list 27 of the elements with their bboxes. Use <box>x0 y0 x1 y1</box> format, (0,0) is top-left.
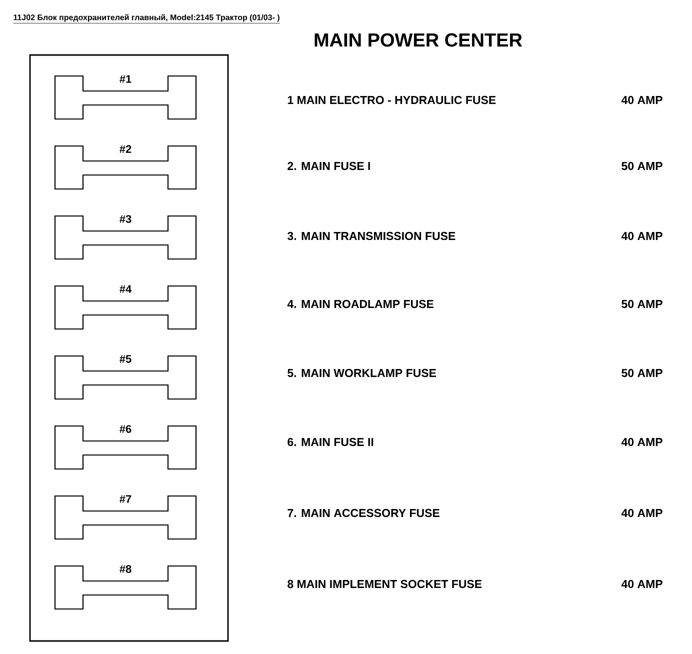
fuse-description: 2. MAIN FUSE I <box>288 162 370 170</box>
amp-rating: 50 AMP <box>622 162 662 170</box>
amp-rating: 40 AMP <box>621 232 662 240</box>
fuse-drawing: #3 <box>54 215 197 260</box>
title: MAIN POWER CENTER <box>314 33 522 47</box>
fuse-drawing: #6 <box>54 425 197 470</box>
fuse-description: 4. MAIN ROADLAMP FUSE <box>287 300 434 308</box>
fuse-drawing: #8 <box>54 565 197 610</box>
fuse-panel <box>29 54 229 642</box>
amp-rating: 40 AMP <box>621 580 662 588</box>
fuse-description: 7. MAIN ACCESSORY FUSE <box>288 508 440 518</box>
amp-rating: 40 AMP <box>621 96 662 104</box>
amp-rating: 40 AMP <box>621 438 662 446</box>
amp-rating: 40 AMP <box>621 508 662 518</box>
fuse-description: 5. MAIN WORKLAMP FUSE <box>288 368 436 378</box>
header-text: 11J02 Блок предохранителей главный, Model:2145 Трактор (01/03- ) <box>13 14 280 24</box>
fuse-description: 1 MAIN ELECTRO - HYDRAULIC FUSE <box>288 96 496 104</box>
fuse-description: 3. MAIN TRANSMISSION FUSE <box>287 232 456 240</box>
fuse-description: 6. MAIN FUSE II <box>288 438 374 446</box>
fuse-description: 8 MAIN IMPLEMENT SOCKET FUSE <box>288 580 482 588</box>
fuse-drawing: #4 <box>54 285 197 330</box>
amp-rating: 50 AMP <box>622 300 662 308</box>
fuse-drawing: #1 <box>54 75 197 120</box>
amp-rating: 50 AMP <box>622 368 662 378</box>
fuse-drawing: #5 <box>54 355 197 400</box>
fuse-drawing: #2 <box>54 145 197 190</box>
fuse-drawing: #7 <box>54 495 197 540</box>
